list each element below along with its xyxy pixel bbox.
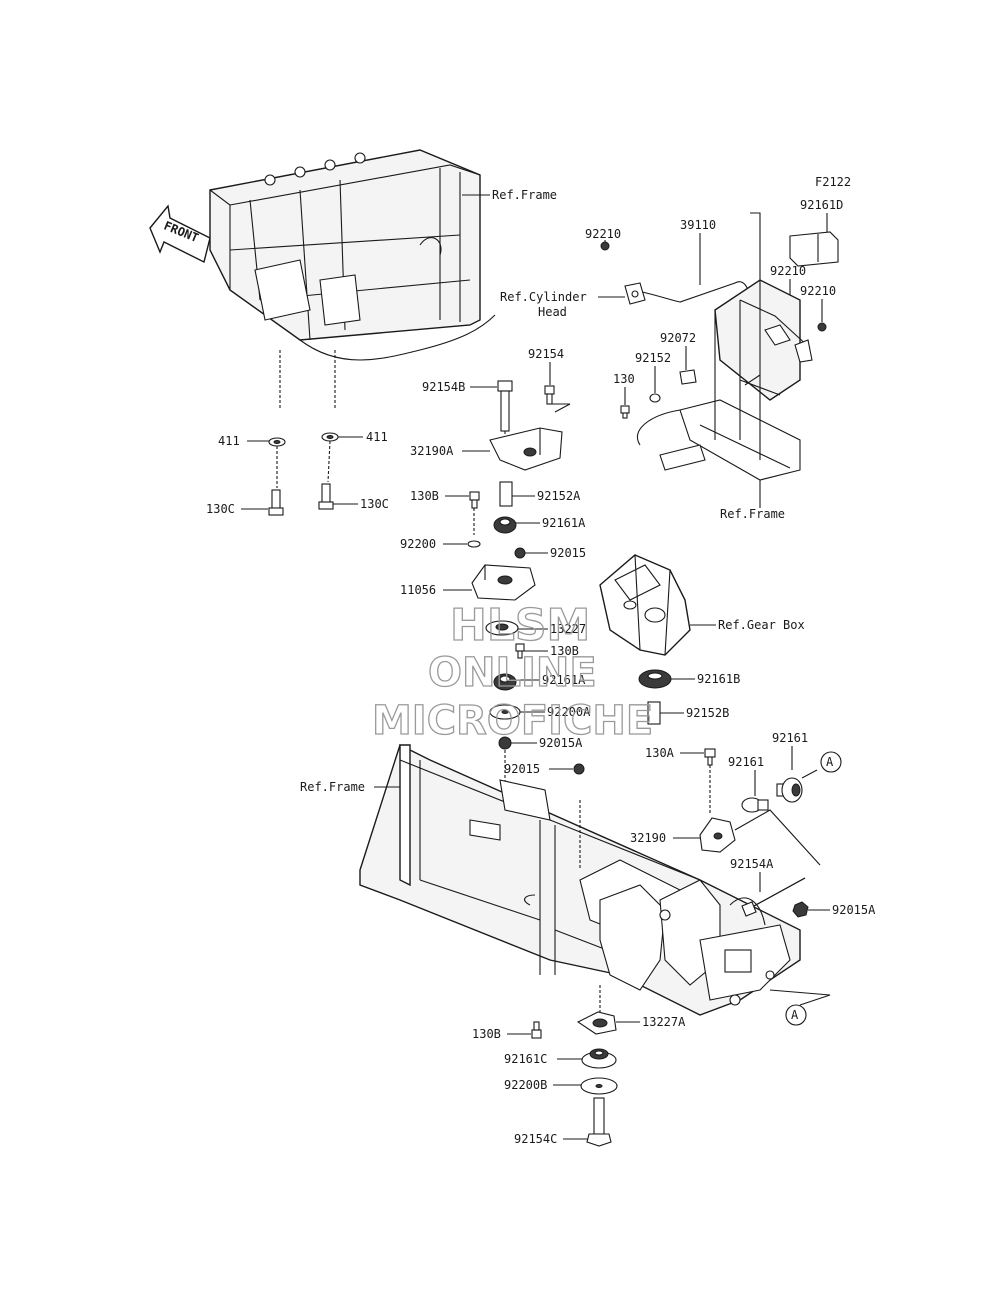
frame-bottom [359, 744, 801, 1016]
label-92161C: 92161C [504, 1052, 547, 1066]
label-92210-c: 92210 [800, 284, 836, 298]
bracket-32190 [699, 817, 736, 853]
label-13227A: 13227A [642, 1015, 686, 1029]
label-130A: 130A [645, 746, 675, 760]
ref-gearbox-label: Ref.Gear Box [718, 618, 805, 632]
diagram-code: F2122 [815, 175, 851, 189]
label-411-right: 411 [366, 430, 388, 444]
damper-92161D [789, 231, 839, 267]
label-92154: 92154 [528, 347, 564, 361]
watermark-line-1: HLSM [450, 600, 590, 651]
bolt-92154C [586, 1097, 612, 1147]
label-130B-a: 130B [410, 489, 439, 503]
label-92200A: 92200A [547, 705, 591, 719]
label-92200: 92200 [400, 537, 436, 551]
nut-92015A-b [792, 901, 809, 918]
collar-92152 [649, 393, 661, 403]
nut-92210-c [817, 322, 827, 332]
nut-92015-b [573, 763, 585, 775]
washer-92200B [580, 1077, 618, 1095]
label-39110: 39110 [680, 218, 716, 232]
watermark-line-2: ONLINE [428, 650, 597, 696]
washer-411-right [321, 432, 339, 442]
bolt-130C-left [268, 489, 284, 516]
label-130B-b: 130B [550, 644, 579, 658]
damper-92161B [638, 669, 672, 689]
label-92072: 92072 [660, 331, 696, 345]
label-130C-right: 130C [360, 497, 389, 511]
watermark-line-3: MICROFICHE [372, 698, 653, 744]
svg-text:A: A [826, 755, 834, 769]
damper-92161A-a [493, 516, 517, 534]
label-92015-b: 92015 [504, 762, 540, 776]
label-92161A-b: 92161A [542, 673, 586, 687]
bolt-130B-c [531, 1021, 542, 1039]
circle-ref-A-top: A [820, 751, 842, 773]
ref-cylinder-label-1: Ref.Cylinder [500, 290, 587, 304]
label-92210-a: 92210 [585, 227, 621, 241]
gear-box [599, 554, 691, 656]
bolt-130B-b [515, 643, 525, 659]
plate-13227 [485, 620, 519, 636]
ref-cylinder-label-2: Head [538, 305, 567, 319]
ref-frame-top-label: Ref.Frame [492, 188, 557, 202]
label-92161D: 92161D [800, 198, 843, 212]
label-92161-b: 92161 [772, 731, 808, 745]
bolt-92154 [544, 385, 555, 405]
label-92152A: 92152A [537, 489, 581, 503]
clamp-92072 [679, 369, 697, 385]
label-92015A-a: 92015A [539, 736, 583, 750]
collar-92152A [499, 481, 513, 507]
label-92210-b: 92210 [770, 264, 806, 278]
plate-13227A [576, 1011, 617, 1035]
label-411-left: 411 [218, 434, 240, 448]
nut-92015-a [514, 547, 526, 559]
label-130B-c: 130B [472, 1027, 501, 1041]
washer-411-left [268, 437, 286, 447]
bolt-130 [620, 405, 630, 419]
label-32190: 32190 [630, 831, 666, 845]
label-92161A-a: 92161A [542, 516, 586, 530]
label-13227: 13227 [550, 622, 586, 636]
label-11056: 11056 [400, 583, 436, 597]
bolt-92154A [741, 877, 806, 917]
label-130: 130 [613, 372, 635, 386]
ref-frame-right-label: Ref.Frame [720, 507, 785, 521]
washer-92200 [467, 540, 481, 548]
bracket-32190A [489, 427, 563, 471]
label-32190A: 32190A [410, 444, 454, 458]
label-92161B: 92161B [697, 672, 740, 686]
frame-top-left [209, 149, 496, 410]
label-92152B: 92152B [686, 706, 729, 720]
label-92152: 92152 [635, 351, 671, 365]
label-92161-a: 92161 [728, 755, 764, 769]
rod-39110 [624, 281, 749, 305]
ref-frame-bottom-label: Ref.Frame [300, 780, 365, 794]
label-92200B: 92200B [504, 1078, 547, 1092]
label-130C-left: 130C [206, 502, 235, 516]
label-92154C: 92154C [514, 1132, 557, 1146]
damper-92161C [581, 1048, 617, 1069]
damper-92161-large [776, 777, 803, 803]
nut-92210-a [600, 241, 610, 251]
bracket-11056 [471, 564, 536, 601]
frame-top-right [637, 212, 813, 481]
label-92015A-b: 92015A [832, 903, 876, 917]
label-92154B: 92154B [422, 380, 465, 394]
label-92015-a: 92015 [550, 546, 586, 560]
damper-92161-small [741, 797, 769, 813]
label-92154A: 92154A [730, 857, 774, 871]
damper-92161A-b [493, 673, 517, 691]
svg-text:A: A [791, 1008, 799, 1022]
bolt-92154B [497, 380, 513, 432]
bolt-130C-right [318, 483, 334, 510]
circle-ref-A-bottom: A [785, 1004, 807, 1026]
bolt-130B-a [469, 491, 480, 509]
front-arrow: FRONT [149, 204, 211, 264]
bolt-130A [704, 748, 716, 766]
